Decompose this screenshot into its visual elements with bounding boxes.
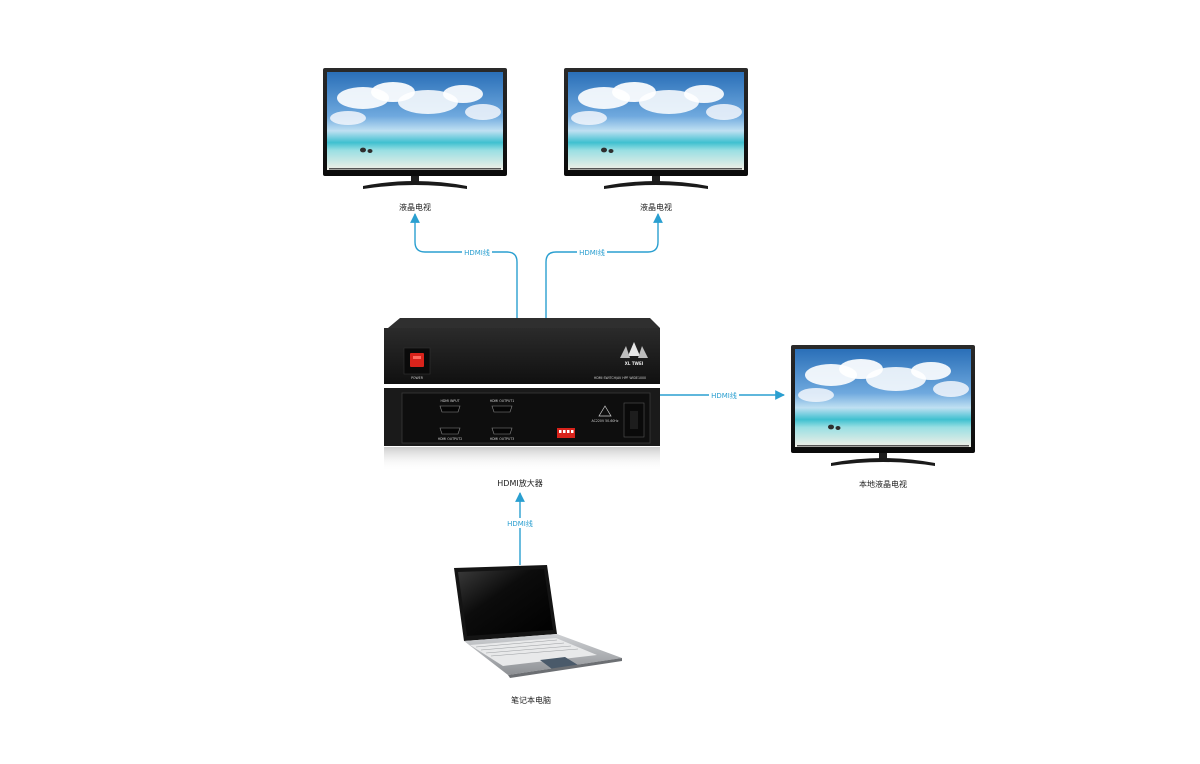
tv-left-label: 液晶电视 [399, 202, 431, 212]
tv-local [791, 345, 975, 466]
tv-right-label: 液晶电视 [640, 202, 672, 212]
cable-to-tv-local: HDMI线 [660, 390, 785, 400]
tv-local-label: 本地液晶电视 [859, 479, 907, 489]
brand-logo-icon [620, 342, 648, 358]
cable-from-laptop: HDMI线 [506, 492, 534, 565]
hdmi-amplifier: POWER XL TWEI HDMI SWITCH/AV HPF WIDE100… [384, 318, 660, 471]
laptop-label: 笔记本电脑 [511, 695, 551, 705]
power-label: POWER [411, 376, 424, 380]
model-text: HDMI SWITCH/AV HPF WIDE1000 [594, 376, 646, 380]
cable-label-local: HDMI线 [711, 391, 737, 400]
brand-logo-text: XL TWEI [625, 361, 644, 366]
svg-text:HDMI INPUT: HDMI INPUT [440, 399, 459, 403]
svg-text:HDMI OUTPUT2: HDMI OUTPUT2 [438, 437, 463, 441]
hdmi-port-input: HDMI INPUT [439, 399, 461, 413]
dip-switch-icon [557, 428, 575, 438]
cable-label-right: HDMI线 [579, 248, 605, 257]
hdmi-port-output2: HDMI OUTPUT2 [438, 427, 463, 441]
cable-label-left: HDMI线 [464, 248, 490, 257]
cable-to-tv-left: HDMI线 [410, 213, 518, 318]
hdmi-port-output1: HDMI OUTPUT1 [490, 399, 515, 413]
hdmi-port-output3: HDMI OUTPUT3 [490, 427, 515, 441]
svg-text:HDMI OUTPUT1: HDMI OUTPUT1 [490, 399, 515, 403]
amplifier-label: HDMI放大器 [497, 478, 542, 488]
svg-text:HDMI OUTPUT3: HDMI OUTPUT3 [490, 437, 515, 441]
power-switch-icon [410, 353, 424, 367]
tv-right [564, 68, 748, 189]
laptop [454, 565, 622, 678]
power-socket-label: AC220V 50-60Hz [592, 419, 619, 423]
warning-icon [598, 405, 612, 417]
cable-to-tv-right: HDMI线 [545, 213, 663, 318]
cable-label-laptop: HDMI线 [507, 519, 533, 528]
tv-left [323, 68, 507, 189]
